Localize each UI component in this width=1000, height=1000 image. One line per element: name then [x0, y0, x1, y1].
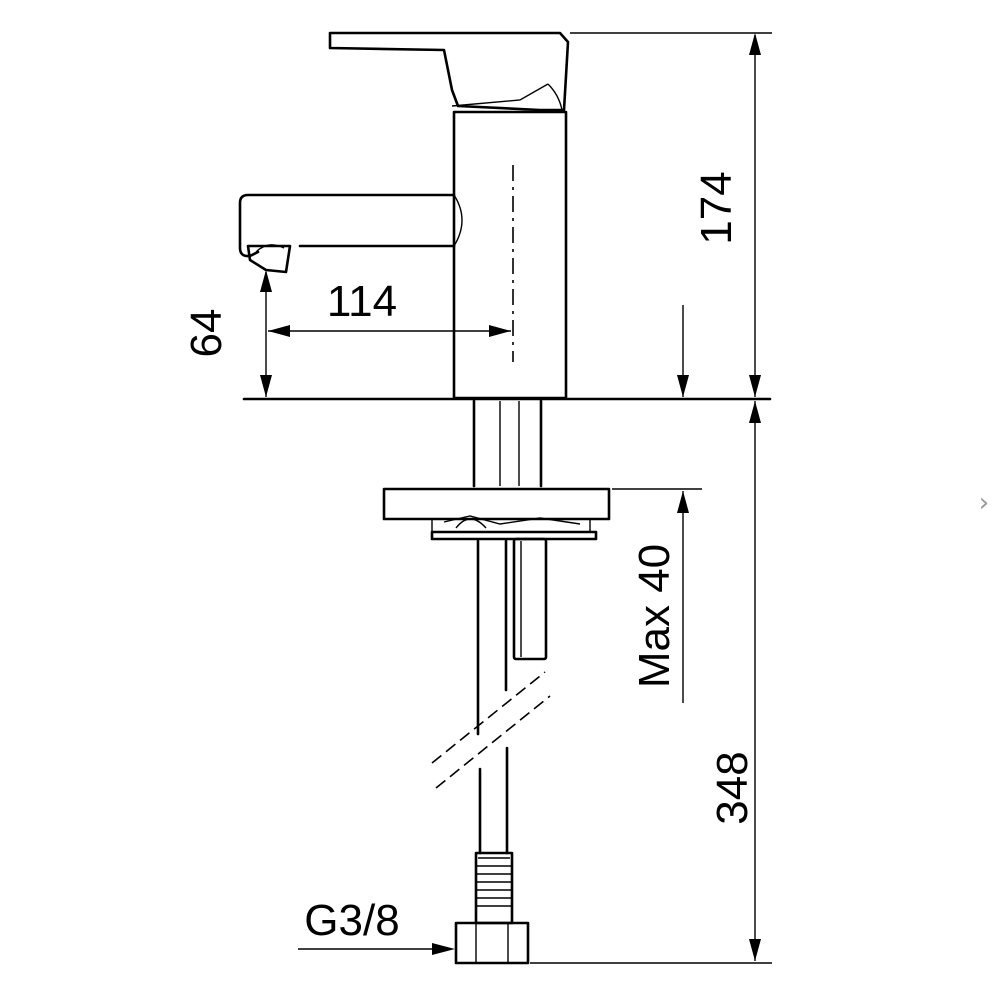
- faucet-handle: [328, 31, 570, 112]
- faucet-body: [452, 110, 568, 400]
- mounting-plate: [382, 487, 611, 541]
- spout-aerator: [246, 244, 292, 274]
- faucet-spout: [238, 193, 463, 274]
- dimension-64: 64: [182, 270, 272, 397]
- dimension-174: 174: [692, 33, 761, 397]
- dimension-114: 114: [268, 277, 511, 337]
- dimension-348: 348: [708, 401, 761, 961]
- dimension-label-64: 64: [182, 309, 231, 358]
- dimension-label-348: 348: [708, 751, 757, 824]
- flexible-hose: [431, 539, 551, 925]
- dimension-max-40: Max 40: [630, 305, 689, 703]
- dimension-label-174: 174: [692, 171, 741, 244]
- connection-callout: G3/8: [298, 896, 455, 955]
- chevron-right-icon[interactable]: ›: [978, 488, 990, 518]
- dimension-label-max-40: Max 40: [630, 544, 679, 688]
- mounting-shank: [472, 399, 543, 488]
- connection-label: G3/8: [304, 896, 399, 945]
- hose-connection-nut: [454, 921, 530, 965]
- dimension-label-114: 114: [327, 277, 397, 326]
- mounting-stud: [512, 537, 548, 661]
